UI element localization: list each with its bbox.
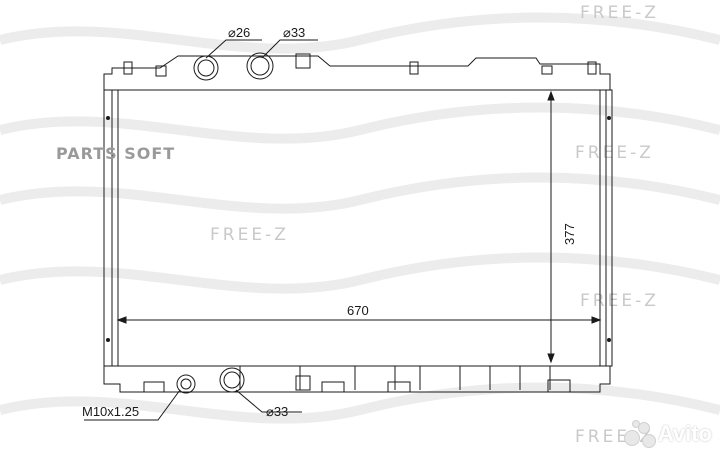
avito-label: Avito [657,421,712,446]
watermark-free-z-lower: FREE-Z [580,291,659,311]
drain-plug [176,374,196,394]
watermark-free-z-center: FREE-Z [210,225,289,245]
leader-drain [84,389,181,421]
outlet-neck-33 [219,367,245,393]
inlet-26-label: ⌀26 [228,25,250,40]
bottom-tank [103,365,611,393]
avito-logo-icon [623,420,656,448]
inlet-neck-26 [193,55,219,81]
height-dimension [547,90,555,364]
parts-soft-watermark: PARTS SOFT [56,144,176,163]
leader-inlet-26 [205,39,262,59]
height-label: 377 [562,223,577,245]
watermark-free-z-right: FREE-Z [575,143,654,163]
avito-watermark: Avito [623,420,712,448]
inlet-33-label: ⌀33 [283,25,305,40]
drain-thread-label: M10x1.25 [82,404,139,419]
width-dimension [116,316,602,324]
leader-inlet-33 [261,39,318,59]
top-tank [103,55,611,91]
width-label: 670 [347,303,369,318]
inlet-neck-33 [246,52,274,80]
outlet-33-label: ⌀33 [266,404,288,419]
leader-outlet-33 [235,389,302,413]
watermark-free-z-top: FREE-Z [580,3,659,23]
